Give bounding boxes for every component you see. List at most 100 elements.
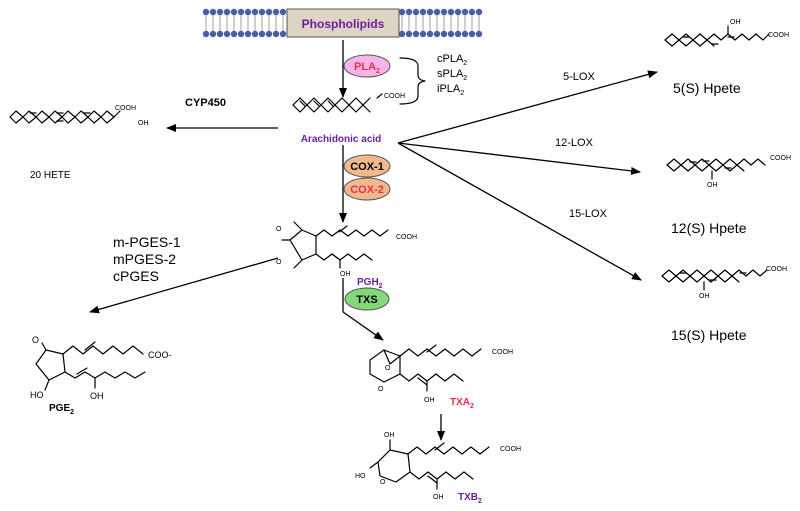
- lipid-head: [405, 30, 413, 38]
- arachidonic-acid-structure: COOH: [292, 93, 405, 113]
- isoform-brace: [399, 57, 426, 105]
- cox2-enzyme: COX-2: [343, 177, 391, 201]
- lipid-head: [440, 8, 448, 16]
- lipid-head: [230, 8, 238, 16]
- lipid-head: [237, 8, 245, 16]
- lipid-head: [202, 30, 210, 38]
- txb2-label: TXB2: [458, 492, 482, 505]
- lipid-head: [230, 30, 238, 38]
- txs-label: TXS: [356, 294, 377, 306]
- pges-label-2: mPGES-2: [113, 251, 176, 267]
- phospholipids-label: Phospholipids: [302, 17, 385, 31]
- pgh2-label: PGH2: [357, 277, 383, 290]
- lipid-head: [426, 8, 434, 16]
- txb2-cooh: COOH: [500, 446, 521, 453]
- pla2-label: PLA2: [354, 61, 380, 75]
- hpete12-structure: OH COOH: [666, 155, 791, 189]
- txa2-oh: OH: [424, 397, 435, 404]
- phospholipids-box: [286, 8, 400, 38]
- pges-arrow: [89, 257, 279, 314]
- lox15-label: 15-LOX: [569, 208, 608, 220]
- pgh2-oh: OH: [340, 271, 351, 278]
- lipid-head: [426, 30, 434, 38]
- pge2-label: PGE2: [49, 403, 74, 416]
- lipid-head: [251, 8, 259, 16]
- lipid-head: [468, 8, 476, 16]
- hete20-cooh: COOH: [115, 105, 136, 112]
- lipid-head: [244, 30, 252, 38]
- lox15-arrow: [397, 142, 642, 281]
- lipid-head: [398, 8, 406, 16]
- lipid-head: [454, 30, 462, 38]
- isoform-cpla2: cPLA2: [437, 53, 467, 67]
- txa2-o-bridge: O: [385, 365, 391, 372]
- hpete15-ooh: OH: [699, 293, 710, 300]
- cyp450-label: CYP450: [185, 97, 226, 109]
- lipid-head: [265, 30, 273, 38]
- lox5-arrow: [397, 70, 658, 144]
- lipid-head: [440, 30, 448, 38]
- lipid-head: [475, 30, 483, 38]
- lipid-head: [209, 8, 217, 16]
- hpete15-cooh: COOH: [766, 266, 787, 273]
- txb2-oh: OH: [433, 494, 444, 501]
- txa2-label: TXA2: [450, 397, 474, 410]
- lipid-head: [461, 8, 469, 16]
- lipid-head: [258, 30, 266, 38]
- lipid-head: [279, 30, 287, 38]
- lipid-head: [419, 30, 427, 38]
- pgh2-o-bottom: O: [276, 259, 282, 266]
- pla2-isoforms: cPLA2 sPLA2 iPLA2: [399, 53, 467, 105]
- lipid-head: [454, 8, 462, 16]
- hete20-oh: OH: [138, 120, 149, 127]
- lipid-head: [272, 8, 280, 16]
- lipid-head: [251, 30, 259, 38]
- txs-enzyme: TXS: [344, 287, 390, 311]
- pla2-enzyme: PLA2: [343, 54, 391, 78]
- isoform-spla2: sPLA2: [437, 68, 467, 82]
- pgh2-structure: O O OH COOH: [276, 221, 417, 278]
- hpete12-label: 12(S) Hpete: [671, 220, 747, 236]
- hpete5-cooh: COOH: [768, 32, 789, 39]
- cox1-label: COX-1: [350, 161, 384, 173]
- lipid-head: [279, 8, 287, 16]
- lox5-label: 5-LOX: [563, 71, 595, 83]
- hpete5-label: 5(S) Hpete: [673, 80, 741, 96]
- hpete5-structure: OH COOH: [664, 19, 789, 47]
- hpete12-ooh: OH: [707, 182, 718, 189]
- pgh2-cooh: COOH: [396, 234, 417, 241]
- pge2-oxo: O: [32, 335, 39, 345]
- lipid-head: [447, 8, 455, 16]
- txb2-structure: OH O HO OH COOH: [355, 432, 521, 501]
- cox1-enzyme: COX-1: [343, 154, 391, 178]
- lipid-head: [412, 30, 420, 38]
- pge2-ho: HO: [30, 390, 44, 400]
- lipid-head: [202, 8, 210, 16]
- lipid-head: [216, 30, 224, 38]
- lipid-head: [461, 30, 469, 38]
- lipid-head: [258, 8, 266, 16]
- lox12-arrow: [397, 142, 641, 175]
- hpete12-cooh: COOH: [770, 155, 791, 162]
- pgh2-o-top: O: [276, 226, 282, 233]
- txa2-cooh: COOH: [492, 349, 513, 356]
- hete20-structure: COOH OH: [9, 105, 149, 127]
- pge2-structure: O HO OH COO-: [30, 335, 172, 401]
- lipid-head: [244, 8, 252, 16]
- lipid-head: [419, 8, 427, 16]
- txb2-ho: HO: [355, 473, 366, 480]
- lipid-head: [468, 30, 476, 38]
- pge2-coo: COO-: [148, 350, 172, 360]
- arachidonic-acid-label: Arachidonic acid: [301, 134, 382, 145]
- lipid-head: [209, 30, 217, 38]
- lipid-head: [216, 8, 224, 16]
- phospholipid-membrane: Phospholipids: [202, 8, 483, 38]
- lipid-head: [412, 8, 420, 16]
- txa2-structure: O O OH COOH: [369, 344, 513, 404]
- pge2-oh: OH: [90, 391, 104, 401]
- pges-label-1: m-PGES-1: [113, 234, 181, 250]
- lipid-head: [433, 30, 441, 38]
- hpete15-structure: OH COOH: [661, 266, 787, 300]
- hpete5-ooh: OH: [730, 19, 741, 26]
